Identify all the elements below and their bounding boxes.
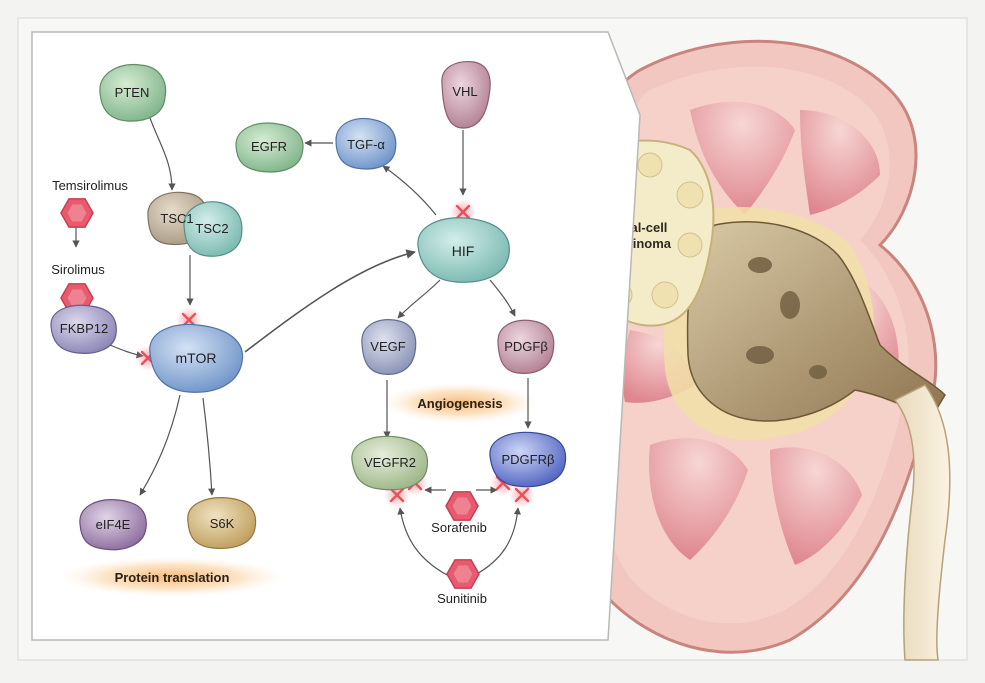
tgf-alpha-label: TGF-α xyxy=(347,137,385,152)
pten-label: PTEN xyxy=(115,85,150,100)
eif4e-node xyxy=(79,499,147,551)
protein-translation-glow xyxy=(60,557,284,597)
pdgfb-label: PDGFβ xyxy=(504,339,548,354)
pdgfb-node xyxy=(497,319,555,374)
sunitinib-hexagon-drug-icon xyxy=(446,559,480,589)
pathway-panel xyxy=(31,31,641,641)
tsc2-label: TSC2 xyxy=(195,221,228,236)
angiogenesis-glow xyxy=(382,383,538,423)
temsirolimus-hexagon-drug-icon xyxy=(60,198,94,228)
vegfr2-node xyxy=(351,435,429,491)
renal-pelvis xyxy=(686,221,946,422)
pathway-labels: PTEN TSC1 TSC2 Temsirolimus Sirolimus FK… xyxy=(51,84,554,606)
pyramid xyxy=(770,447,862,565)
hif-node xyxy=(417,217,510,283)
mtor-node xyxy=(149,323,244,393)
pdgfrb-node xyxy=(489,431,567,488)
s6k-node xyxy=(187,497,257,550)
sorafenib-hexagon-drug-icon xyxy=(445,491,479,521)
vegfr2-label: VEGFR2 xyxy=(364,455,416,470)
pyramid xyxy=(690,101,795,215)
angiogenesis-label: Angiogenesis xyxy=(417,396,502,411)
egfr-node xyxy=(235,122,304,173)
vhl-label: VHL xyxy=(452,84,477,99)
protein-nodes xyxy=(50,61,567,551)
sorafenib-label: Sorafenib xyxy=(431,520,487,535)
pten-node xyxy=(99,63,167,122)
eif4e-label: eIF4E xyxy=(96,517,131,532)
pathway-arrows xyxy=(72,117,532,576)
tgf-alpha-node xyxy=(335,118,397,170)
pdgfrb-label: PDGFRβ xyxy=(502,452,555,467)
temsirolimus-label: Temsirolimus xyxy=(52,178,128,193)
fkbp12-node xyxy=(50,304,117,354)
sirolimus-label: Sirolimus xyxy=(51,262,105,277)
tsc1-label: TSC1 xyxy=(160,211,193,226)
mtor-label: mTOR xyxy=(176,350,217,366)
fkbp12-label: FKBP12 xyxy=(60,321,108,336)
kidney-illustration: Renal-cell carcinoma xyxy=(566,39,951,661)
vhl-node xyxy=(441,61,491,129)
protein-translation-label: Protein translation xyxy=(115,570,230,585)
vegf-label: VEGF xyxy=(370,339,405,354)
tsc2-node xyxy=(183,201,243,257)
pyramid xyxy=(649,438,748,560)
s6k-label: S6K xyxy=(210,516,235,531)
egfr-label: EGFR xyxy=(251,139,287,154)
ureter xyxy=(893,384,951,661)
hif-label: HIF xyxy=(452,243,475,259)
vegf-node xyxy=(361,319,417,375)
pyramid xyxy=(800,110,880,215)
sunitinib-label: Sunitinib xyxy=(437,591,487,606)
